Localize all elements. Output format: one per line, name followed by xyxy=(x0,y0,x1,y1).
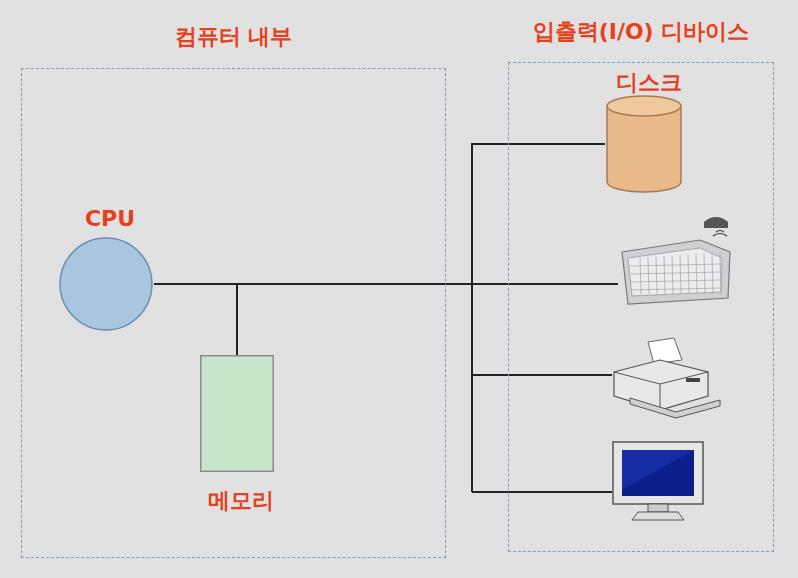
bus-connector xyxy=(154,284,237,355)
computer-region: 컴퓨터 내부 CPU 메모리 xyxy=(21,20,446,558)
node-label: CPU xyxy=(54,206,166,232)
bus-wires xyxy=(472,284,618,492)
memory-node: 메모리 xyxy=(192,355,290,520)
node-label: 디스크 xyxy=(592,70,705,96)
node-label: 메모리 xyxy=(192,488,290,514)
disk-node: 디스크 xyxy=(592,70,705,196)
printer-icon xyxy=(614,338,720,418)
cpu-circle xyxy=(58,236,154,332)
keyboard-icon xyxy=(622,217,730,304)
disk-cylinder xyxy=(605,94,683,194)
io-region: 입출력(I/O) 디바이스디스크 xyxy=(508,15,774,552)
monitor-icon xyxy=(613,442,703,520)
memory-rect xyxy=(200,355,274,472)
bus-connector xyxy=(154,144,605,284)
region-heading: 컴퓨터 내부 xyxy=(21,24,446,50)
cpu-node: CPU xyxy=(54,206,166,332)
region-heading: 입출력(I/O) 디바이스 xyxy=(508,19,774,45)
